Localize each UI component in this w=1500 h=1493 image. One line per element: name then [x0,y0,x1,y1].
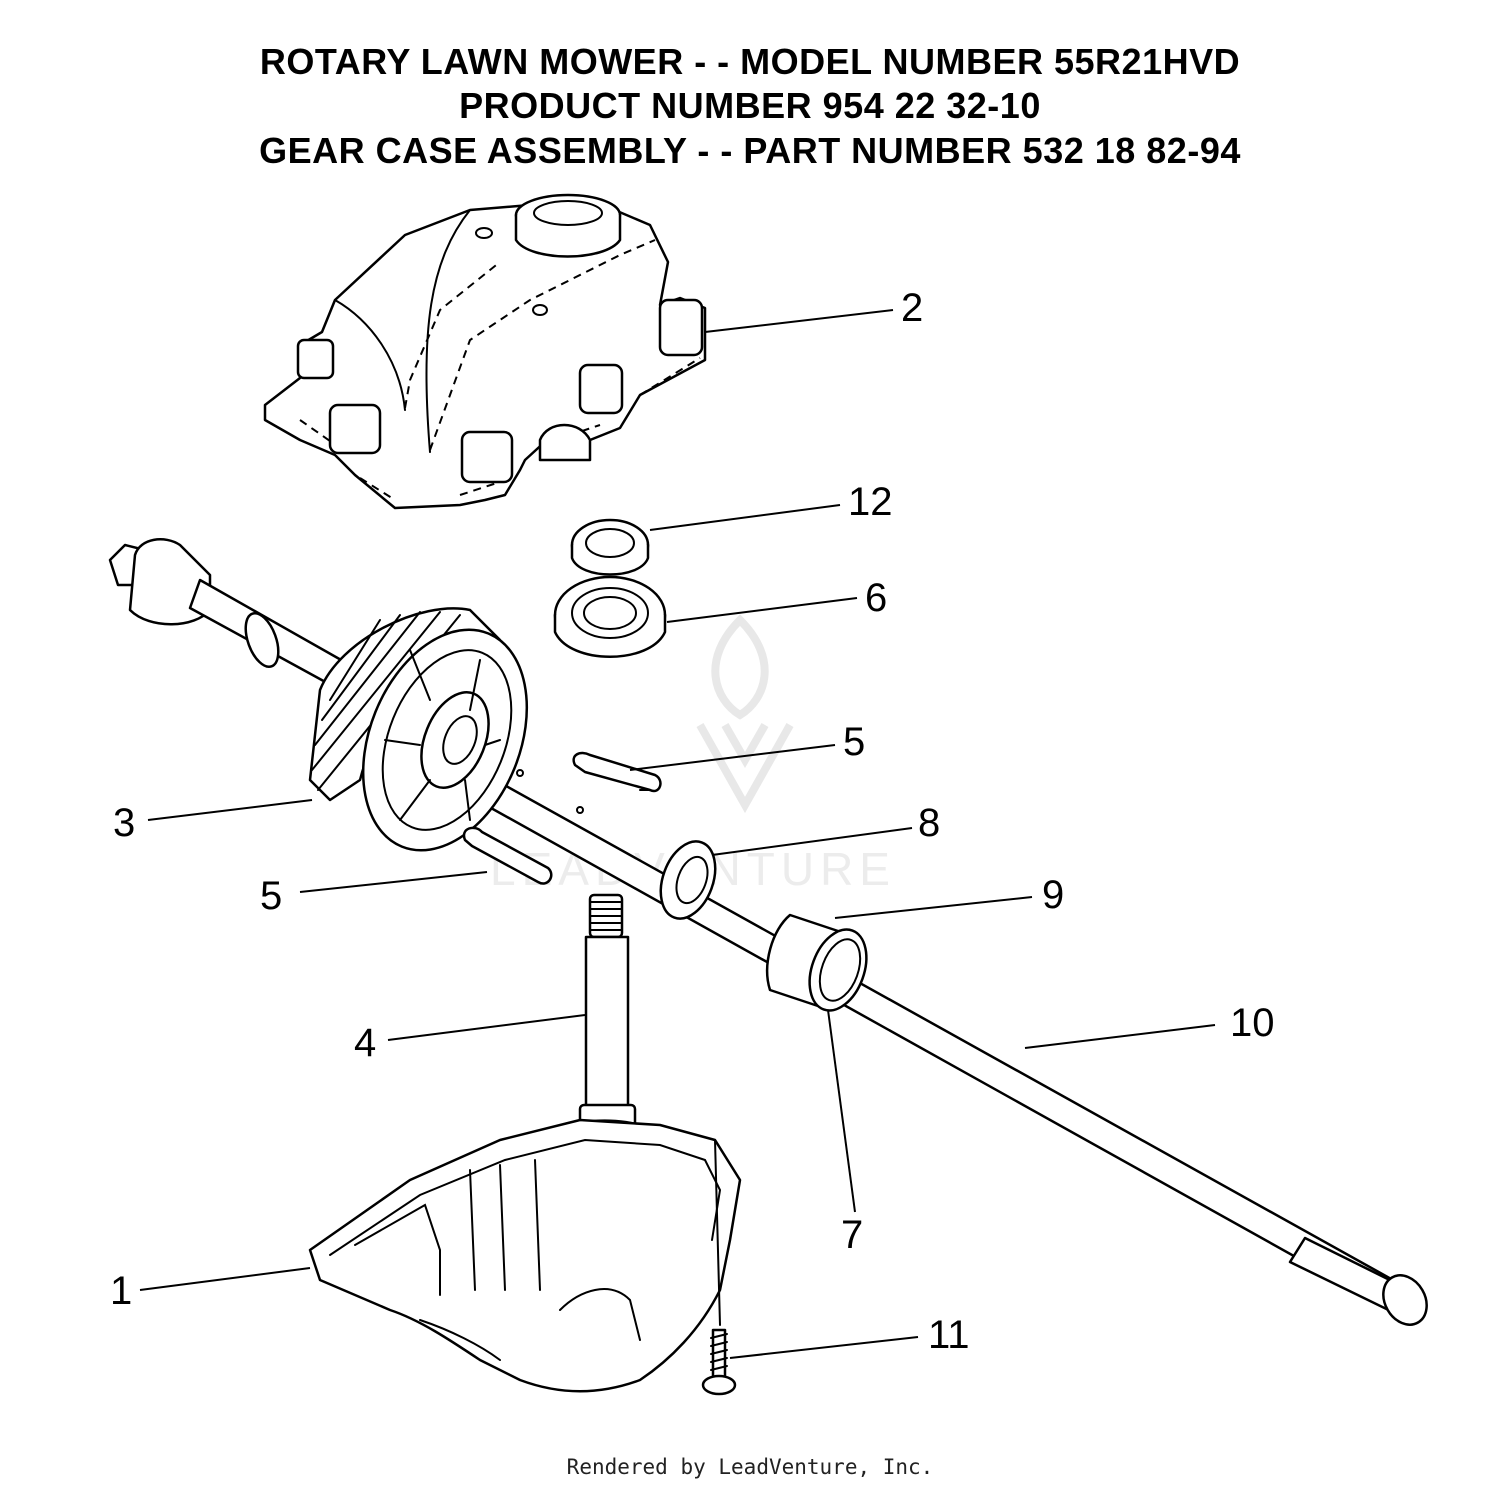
callout-8: 8 [918,801,940,845]
part-8-washer [659,840,717,920]
callout-5-lower: 5 [260,874,282,918]
diagram-title-line-1: ROTARY LAWN MOWER - - MODEL NUMBER 55R21… [259,41,1241,82]
callout-6: 6 [865,576,887,620]
part-5-pin-lower [462,826,553,885]
part-12-small-bearing [570,518,650,576]
part-9-bushing [766,913,868,1012]
diagram-title-line-2: PRODUCT NUMBER 954 22 32-10 [459,85,1041,126]
callout-4: 4 [354,1021,376,1065]
part-5-pin-upper [572,751,662,793]
part-1-gear-case-housing [308,1118,742,1393]
part-10-axle-shaft [403,736,1428,1326]
callout-11: 11 [928,1313,970,1357]
diagram-title-line-3: GEAR CASE ASSEMBLY - - PART NUMBER 532 1… [259,130,1241,171]
callout-2: 2 [901,286,923,330]
callout-7: 7 [841,1213,863,1257]
part-2-gear-case-cover [263,193,707,510]
callout-3: 3 [113,801,135,845]
part-6-large-bearing [553,575,667,658]
part-7-seal [818,938,862,1002]
render-credit-footer: Rendered by LeadVenture, Inc. [566,1455,934,1479]
callout-12: 12 [848,480,893,524]
leader-lines [139,309,1216,1359]
callout-9: 9 [1042,873,1064,917]
part-11-screw [701,1328,737,1396]
callout-1: 1 [110,1269,132,1313]
part-3-drive-gear [108,538,529,852]
callout-5-upper: 5 [843,720,865,764]
callout-10: 10 [1230,1001,1275,1045]
